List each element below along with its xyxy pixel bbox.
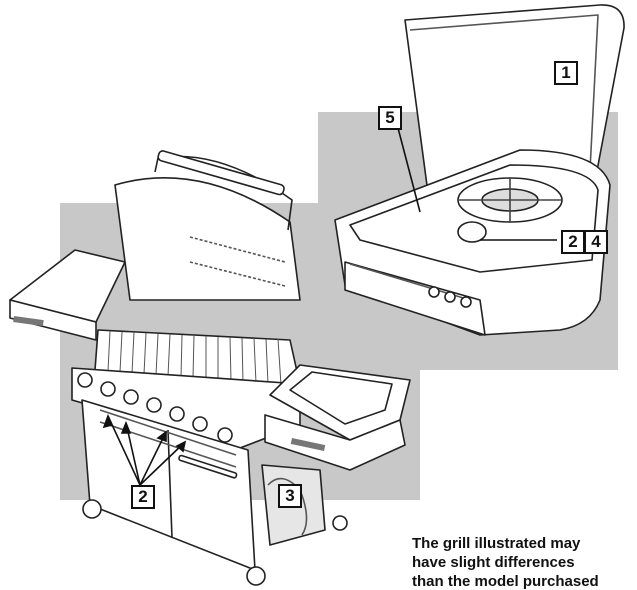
callout-3: 3: [278, 484, 302, 508]
lid-handle: [157, 150, 285, 196]
caster-back: [332, 515, 348, 531]
caster-front: [246, 566, 266, 586]
callout-1: 1: [554, 61, 578, 85]
note-line-2: have slight differences: [412, 554, 575, 571]
grate-lines: [107, 330, 282, 386]
grill-lid: [114, 177, 301, 301]
control-knobs: [77, 372, 233, 443]
leader-lines: [102, 127, 557, 486]
callout-2-knobs: 2: [131, 485, 155, 509]
callout-4: 4: [584, 230, 608, 254]
note-line-3: than the model purchased: [412, 573, 599, 590]
note-line-1: The grill illustrated may: [412, 535, 581, 552]
door-handle: [178, 454, 238, 479]
caster-left: [82, 499, 102, 519]
side-burner-inset: [334, 4, 625, 336]
disclaimer-note: The grill illustrated may have slight di…: [412, 534, 599, 590]
callout-5: 5: [378, 106, 402, 130]
side-burner-knob: [457, 221, 487, 243]
callout-2-side-burner: 2: [561, 230, 585, 254]
